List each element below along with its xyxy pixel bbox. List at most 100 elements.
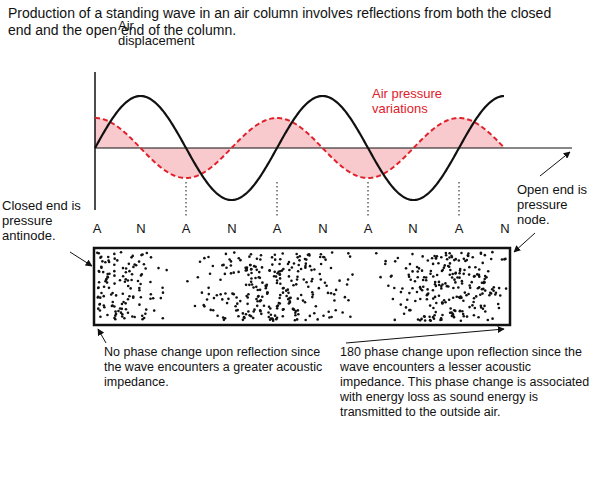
molecule-dot [309,265,312,268]
molecule-dot [449,307,452,310]
molecule-dot [319,278,322,281]
molecule-dot [276,305,279,308]
molecule-dot [473,314,476,317]
molecule-dot [266,291,269,294]
molecule-dot [258,271,261,274]
molecule-dot [448,256,451,259]
molecule-dot [123,317,126,320]
molecule-dot [419,298,422,301]
molecule-dot [330,292,333,295]
molecule-dot [390,275,393,278]
molecule-dot [480,252,483,255]
molecule-dot [276,272,279,275]
molecule-dot [316,318,319,321]
molecule-dot [288,297,291,300]
molecule-dot [319,256,322,259]
molecule-dot [132,296,135,299]
molecule-dot [458,272,461,275]
molecule-dot [474,266,477,269]
molecule-dot [291,266,294,269]
molecule-dot [294,311,297,314]
molecule-dot [461,310,464,313]
molecule-dot [351,273,354,276]
molecule-dot [267,311,270,314]
molecule-dot [430,270,433,273]
molecule-dot [128,263,131,266]
molecule-dot [127,285,130,288]
molecule-dot [341,311,344,314]
molecule-dot [206,298,209,301]
molecule-dot [101,260,104,263]
molecule-dot [489,291,492,294]
molecule-dot [409,309,412,312]
molecule-dot [495,291,498,294]
molecule-dot [282,315,285,318]
note-label: Air displacement [118,18,198,48]
molecule-dot [379,276,382,279]
molecule-dot [421,289,424,292]
molecule-dot [128,270,131,273]
molecule-dot [106,275,109,278]
molecule-dot [137,280,140,283]
molecule-dot [122,267,125,270]
molecule-dot [274,253,277,256]
molecule-dot [416,266,419,269]
molecule-dot [375,252,378,255]
molecule-dot [454,272,457,275]
molecule-dot [296,278,299,281]
molecule-dot [423,315,426,318]
molecule-dot [441,302,444,305]
molecule-dot [259,300,262,303]
molecule-dot [150,256,153,259]
molecule-dot [256,289,259,292]
molecule-dot [122,292,125,295]
molecule-dot [423,276,426,279]
molecule-dot [427,259,430,262]
molecule-dot [311,291,314,294]
molecule-dot [115,294,118,297]
molecule-dot [255,269,258,272]
title: Production of a standing wave in an air … [8,5,568,39]
molecule-dot [128,295,131,298]
molecule-dot [427,292,430,295]
note-label: 180 phase change upon reflection since t… [340,345,598,420]
molecule-dot [98,270,101,273]
molecule-dot [100,255,103,258]
molecule-dot [113,253,116,256]
molecule-dot [311,278,314,281]
molecule-dot [282,268,285,271]
molecule-dot [426,293,429,296]
molecule-dot [490,258,493,261]
molecule-dot [421,269,424,272]
molecule-dot [236,302,239,305]
molecule-dot [98,281,101,284]
molecule-dot [390,275,393,278]
molecule-dot [96,296,99,299]
leader-arrow [98,329,106,343]
molecule-dot [144,312,147,315]
molecule-dot [122,275,125,278]
molecule-dot [150,293,153,296]
molecule-dot [138,289,141,292]
molecule-dot [505,287,508,290]
molecule-dot [267,316,270,319]
molecule-dot [393,287,396,290]
molecule-dot [224,292,227,295]
pressure-curve [95,118,504,178]
molecule-dot [483,281,486,284]
molecule-dot [318,273,321,276]
molecule-dot [487,270,490,273]
leader-arrow [346,329,504,343]
molecule-dot [278,263,281,266]
molecule-dot [213,297,216,300]
molecule-dot [327,292,330,295]
molecule-dot [99,303,102,306]
molecule-dot [463,258,466,261]
molecule-dot [186,280,189,283]
molecule-dot [100,266,103,269]
molecule-dot [250,253,253,256]
molecule-dot [131,255,134,258]
molecule-dot [248,284,251,287]
molecule-dot [335,289,338,292]
molecule-dot [451,273,454,276]
